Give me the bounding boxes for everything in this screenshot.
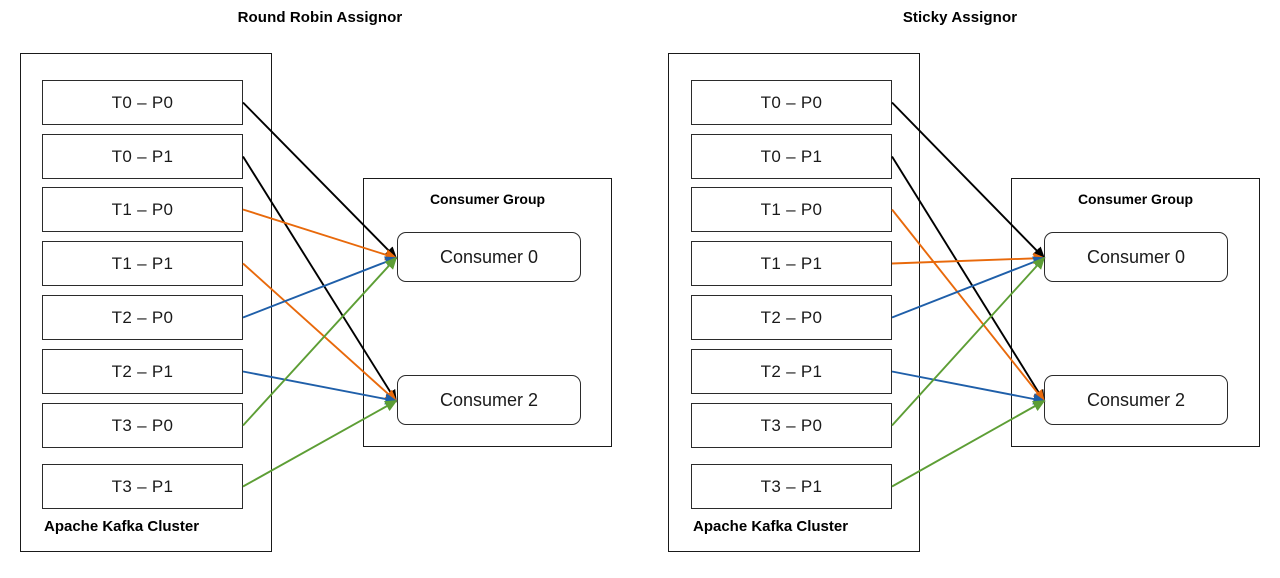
consumer-group-label: Consumer Group xyxy=(429,191,546,207)
panel-title-round-robin: Round Robin Assignor xyxy=(237,9,403,26)
consumer-box-0[interactable]: Consumer 0 xyxy=(1044,232,1228,282)
partition-box[interactable]: T0 – P1 xyxy=(691,134,892,179)
partition-box[interactable]: T0 – P0 xyxy=(42,80,243,125)
partition-box[interactable]: T1 – P0 xyxy=(691,187,892,232)
partition-box[interactable]: T0 – P0 xyxy=(691,80,892,125)
partition-box[interactable]: T3 – P1 xyxy=(691,464,892,509)
partition-box[interactable]: T1 – P1 xyxy=(691,241,892,286)
consumer-box-0[interactable]: Consumer 0 xyxy=(397,232,581,282)
partition-box[interactable]: T2 – P0 xyxy=(691,295,892,340)
partition-box[interactable]: T3 – P0 xyxy=(691,403,892,448)
partition-box[interactable]: T2 – P1 xyxy=(42,349,243,394)
consumer-box-2[interactable]: Consumer 2 xyxy=(397,375,581,425)
partition-box[interactable]: T0 – P1 xyxy=(42,134,243,179)
consumer-group-label: Consumer Group xyxy=(1077,191,1194,207)
partition-box[interactable]: T3 – P1 xyxy=(42,464,243,509)
partition-box[interactable]: T2 – P1 xyxy=(691,349,892,394)
kafka-cluster-label: Apache Kafka Cluster xyxy=(693,518,849,535)
partition-box[interactable]: T2 – P0 xyxy=(42,295,243,340)
partition-box[interactable]: T1 – P0 xyxy=(42,187,243,232)
partition-box[interactable]: T3 – P0 xyxy=(42,403,243,448)
panel-title-sticky: Sticky Assignor xyxy=(902,9,1018,26)
panel-sticky: Sticky Assignor T0 – P0 T0 – P1 T1 – P0 … xyxy=(640,0,1280,578)
panel-round-robin: Round Robin Assignor T0 – P0 T0 – P1 T1 … xyxy=(20,9,612,552)
partition-box[interactable]: T1 – P1 xyxy=(42,241,243,286)
consumer-box-2[interactable]: Consumer 2 xyxy=(1044,375,1228,425)
kafka-cluster-label: Apache Kafka Cluster xyxy=(44,518,200,535)
